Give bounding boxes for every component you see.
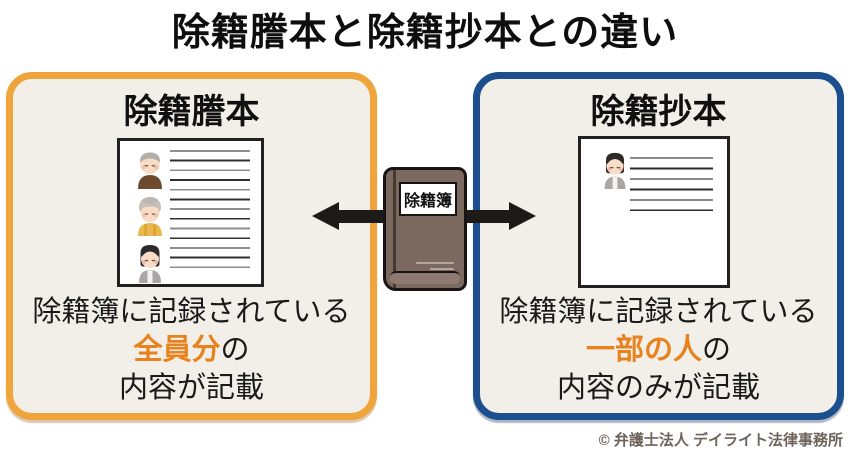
desc-line1: 除籍簿に記録されている xyxy=(32,296,351,328)
desc-particle: の xyxy=(702,334,732,366)
arrow-right-head xyxy=(509,202,536,230)
arrow-right-shaft xyxy=(455,209,509,223)
woman-icon xyxy=(604,152,626,189)
panel-joseki-tohon: 除籍謄本 除籍簿に記録されて xyxy=(6,72,377,420)
document-partial-copy xyxy=(578,136,730,288)
desc-highlight: 一部の人 xyxy=(585,334,702,366)
page-title: 除籍謄本と除籍抄本との違い xyxy=(171,11,679,54)
desc-highlight: 全員分 xyxy=(133,334,221,366)
document-text-lines xyxy=(170,150,250,275)
arrow-right-icon xyxy=(455,202,536,230)
arrow-left-head xyxy=(312,202,339,230)
desc-line1: 除籍簿に記録されている xyxy=(499,296,818,328)
person-icons-column xyxy=(596,149,636,189)
book-pages xyxy=(390,271,460,284)
document-full-copy xyxy=(117,138,264,287)
desc-line3: 内容のみが記載 xyxy=(556,372,760,404)
elderly-woman-icon xyxy=(138,197,162,236)
woman-icon xyxy=(139,245,161,283)
book-spine xyxy=(393,170,396,288)
register-book-label: 除籍簿 xyxy=(399,182,457,216)
book-page-edge xyxy=(416,261,454,264)
desc-line3: 内容が記載 xyxy=(118,372,264,404)
person-icons-column xyxy=(129,147,173,283)
panel-joseki-tohon-title: 除籍謄本 xyxy=(123,93,260,131)
book-page-edge xyxy=(430,267,454,270)
panel-joseki-shohon: 除籍抄本 除籍簿に記録されている 一部の人の 内容のみが記載 xyxy=(473,72,844,420)
elderly-man-icon xyxy=(138,152,162,189)
desc-particle: の xyxy=(220,334,250,366)
register-book-icon: 除籍簿 xyxy=(383,167,467,291)
panel-joseki-tohon-description: 除籍簿に記録されている 全員分の 内容が記載 xyxy=(13,293,370,407)
panel-joseki-shohon-title: 除籍抄本 xyxy=(590,93,727,131)
copyright-notice: © 弁護士法人 デイライト法律事務所 xyxy=(598,432,843,449)
panel-joseki-shohon-description: 除籍簿に記録されている 一部の人の 内容のみが記載 xyxy=(480,293,837,407)
document-text-lines xyxy=(630,157,713,211)
